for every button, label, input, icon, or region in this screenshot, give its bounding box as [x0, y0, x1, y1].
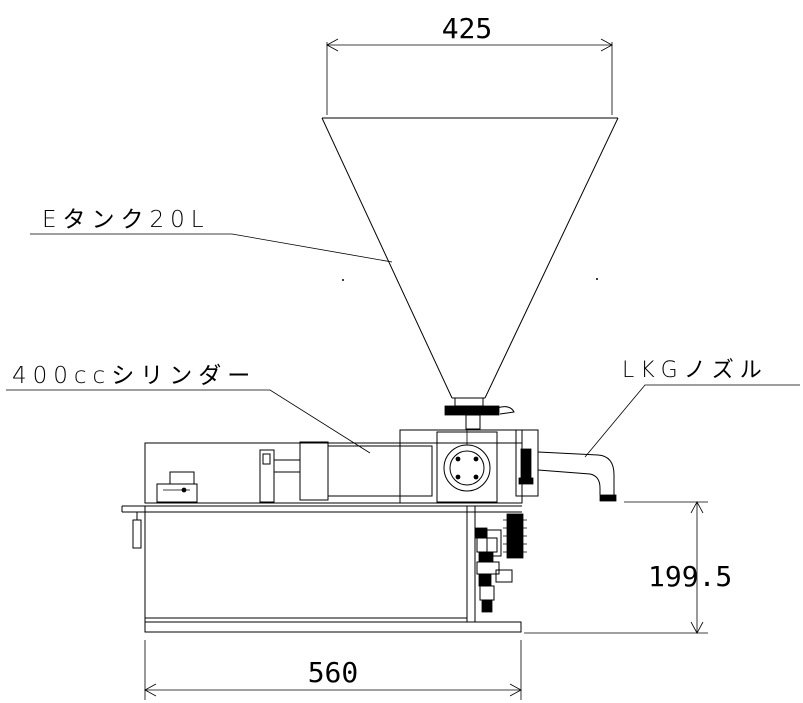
upper-housing: [144, 429, 523, 504]
base-width-dimension: 560: [144, 640, 522, 700]
piston-rod: [259, 449, 301, 503]
hopper-tank: [321, 117, 619, 399]
tank-label: Eタンク20L: [42, 207, 210, 233]
foot-plate: [144, 621, 522, 633]
control-block: [156, 471, 198, 503]
lower-box: [144, 505, 476, 623]
cylinder-callout: 400ccシリンダー: [6, 363, 371, 454]
cylinder-400cc: [299, 441, 433, 501]
base-width-value: 560: [308, 656, 359, 689]
tank-callout: Eタンク20L: [30, 207, 393, 263]
hopper-clamp: [444, 397, 515, 430]
adjustment-knob: [503, 513, 527, 559]
lkg-nozzle: [515, 429, 617, 502]
base-plate: [121, 505, 522, 549]
nozzle-label: LKGノズル: [622, 358, 768, 383]
hopper-width-value: 425: [442, 12, 493, 45]
valve-body: [436, 430, 498, 503]
hopper-width-dimension: 425: [326, 12, 613, 115]
outlet-height-dimension: 199.5: [524, 501, 732, 634]
cylinder-label: 400ccシリンダー: [12, 363, 256, 389]
valve-bank: [474, 527, 513, 613]
nozzle-callout: LKGノズル: [584, 358, 800, 458]
outlet-height-value: 199.5: [648, 560, 732, 593]
